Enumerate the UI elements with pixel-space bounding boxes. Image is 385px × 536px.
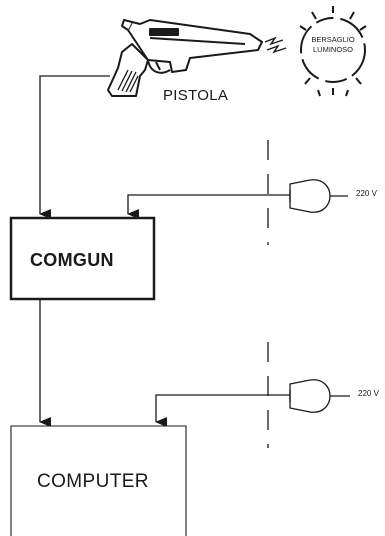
voltage-label-bottom: 220 V <box>358 390 379 398</box>
pistol-icon <box>108 20 262 96</box>
computer-label: COMPUTER <box>37 472 149 491</box>
light-beam-icon <box>265 38 286 52</box>
power-plug-icon-bottom <box>290 380 350 413</box>
gun-to-comgun-line <box>40 76 110 214</box>
power-line-computer <box>156 395 290 422</box>
comgun-label: COMGUN <box>30 251 114 269</box>
pistola-label: PISTOLA <box>163 88 228 103</box>
target-label-line1: BERSAGLIO <box>305 35 361 45</box>
target-label: BERSAGLIO LUMINOSO <box>305 35 361 55</box>
voltage-label-top: 220 V <box>356 190 377 198</box>
power-line-comgun <box>128 195 290 214</box>
target-label-line2: LUMINOSO <box>305 45 361 55</box>
power-plug-icon-top <box>290 180 348 213</box>
